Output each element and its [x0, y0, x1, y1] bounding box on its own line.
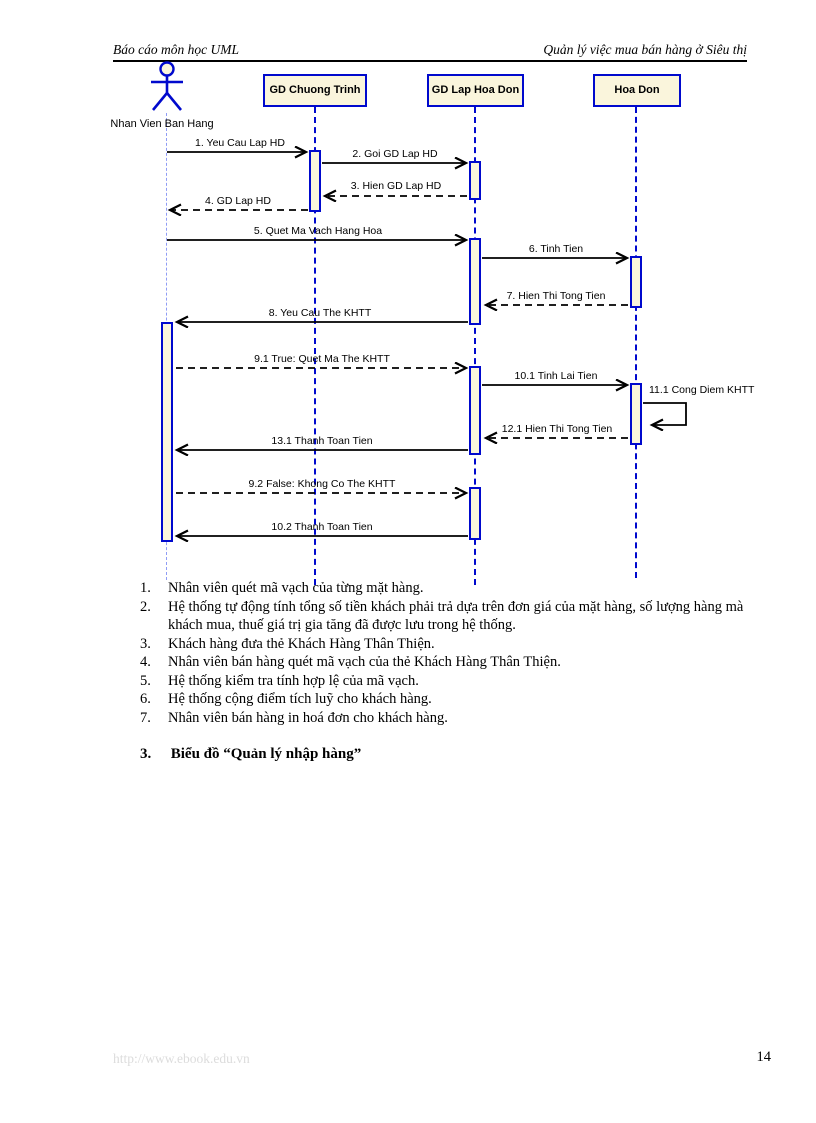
list-item: 3. Khách hàng đưa thẻ Khách Hàng Thân Th… — [113, 635, 761, 654]
message-5-label: 5. Quet Ma Vach Hang Hoa — [253, 225, 383, 237]
activation-bar-hd-1 — [630, 256, 642, 308]
message-12-1-label: 12.1 Hien Thi Tong Tien — [501, 423, 613, 435]
lifeline-gd-lap-hoa-don — [474, 107, 476, 585]
list-item-number: 3. — [140, 635, 151, 652]
lifeline-box-hoa-don: Hoa Don — [593, 74, 681, 107]
lifeline-box-gd-lap-hoa-don: GD Lap Hoa Don — [427, 74, 524, 107]
activation-bar-gdlhd-3 — [469, 366, 481, 455]
message-4-label: 4. GD Lap HD — [205, 195, 271, 207]
list-item-number: 6. — [140, 691, 151, 707]
message-11-1-self-arrow — [643, 402, 687, 425]
activation-bar-hd-2 — [630, 383, 642, 445]
activation-bar-gdlhd-1 — [469, 161, 481, 200]
list-item-number: 1. — [140, 580, 151, 596]
message-arrows — [167, 0, 687, 600]
list-item-text: Khách hàng đưa thẻ Khách Hàng Thân Thiện… — [168, 635, 435, 652]
steps-list: 1. Nhân viên quét mã vạch của từng mặt h… — [113, 579, 761, 727]
section-heading-number: 3. — [140, 746, 152, 762]
lifeline-box-gd-chuong-trinh: GD Chuong Trinh — [263, 74, 367, 107]
header-project-title: Quản lý việc mua bán hàng ở Siêu thị — [543, 42, 747, 57]
message-9-1-label: 9.1 True: Quet Ma The KHTT — [254, 353, 390, 365]
list-item-text: Hệ thống cộng điểm tích luỹ cho khách hà… — [168, 691, 432, 707]
list-item: 6. Hệ thống cộng điểm tích luỹ cho khách… — [113, 690, 761, 709]
list-item-text: Nhân viên bán hàng quét mã vạch của thẻ … — [168, 654, 561, 670]
activation-bar-gdlhd-4 — [469, 487, 481, 540]
list-item-text: Hệ thống kiểm tra tính hợp lệ của mã vạc… — [168, 672, 419, 689]
list-item-number: 7. — [140, 709, 151, 726]
message-1-label: 1. Yeu Cau Lap HD — [195, 137, 285, 149]
list-item-number: 4. — [140, 654, 151, 670]
lifeline-hoa-don — [635, 107, 637, 578]
message-10-1-label: 10.1 Tinh Lai Tien — [514, 370, 598, 382]
page-header: Báo cáo môn học UML Quản lý việc mua bán… — [113, 42, 747, 62]
header-course-title: Báo cáo môn học UML — [113, 42, 239, 57]
list-item-number: 5. — [140, 672, 151, 689]
lifeline-gd-chuong-trinh — [314, 107, 316, 585]
section-heading: 3. Biểu đồ “Quản lý nhập hàng” — [113, 746, 361, 763]
list-item: 4. Nhân viên bán hàng quét mã vạch của t… — [113, 653, 761, 672]
list-item-text: Hệ thống tự động tính tổng số tiền khách… — [168, 598, 744, 634]
list-item-number: 2. — [140, 598, 151, 615]
actor-icon — [151, 61, 183, 111]
message-2-label: 2. Goi GD Lap HD — [352, 148, 438, 160]
message-13-1-label: 13.1 Thanh Toan Tien — [271, 435, 373, 447]
activation-bar-actor — [161, 322, 173, 542]
list-item: 5. Hệ thống kiểm tra tính hợp lệ của mã … — [113, 672, 761, 691]
message-3-label: 3. Hien GD Lap HD — [350, 180, 442, 192]
activation-bar-gdlhd-2 — [469, 238, 481, 325]
message-8-label: 8. Yeu Cau The KHTT — [268, 307, 372, 319]
list-item: 7. Nhân viên bán hàng in hoá đơn cho khá… — [113, 709, 761, 728]
message-6-label: 6. Tinh Tien — [528, 243, 584, 255]
list-item-text: Nhân viên quét mã vạch của từng mặt hàng… — [168, 580, 424, 596]
message-10-2-label: 10.2 Thanh Toan Tien — [271, 521, 373, 533]
section-heading-text: Biểu đồ “Quản lý nhập hàng” — [170, 746, 362, 762]
sequence-diagram: Nhan Vien Ban Hang GD Chuong Trinh GD La… — [110, 0, 755, 600]
activation-bar-gdct — [309, 150, 321, 212]
message-11-1-label: 11.1 Cong Diem KHTT — [649, 384, 755, 396]
list-item: 1. Nhân viên quét mã vạch của từng mặt h… — [113, 579, 761, 598]
message-7-label: 7. Hien Thi Tong Tien — [506, 290, 606, 302]
footer-watermark: http://www.ebook.edu.vn — [113, 1051, 250, 1066]
list-item-text: Nhân viên bán hàng in hoá đơn cho khách … — [168, 709, 448, 726]
actor-label: Nhan Vien Ban Hang — [110, 118, 214, 130]
list-item: 2. Hệ thống tự động tính tổng số tiền kh… — [113, 598, 761, 635]
message-9-2-label: 9.2 False: Khong Co The KHTT — [248, 478, 396, 490]
page-number: 14 — [756, 1049, 772, 1065]
